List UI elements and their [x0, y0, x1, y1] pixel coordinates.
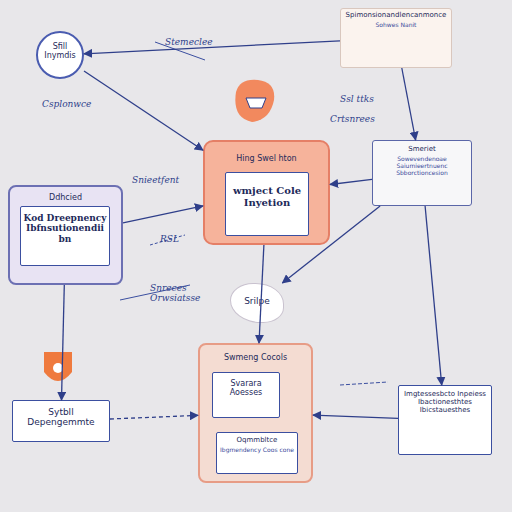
node-body: Sohwes Nanit	[376, 22, 417, 29]
node-title: Oqmmbltce	[237, 436, 278, 444]
process-box: wmject Cole Inyetion	[225, 172, 309, 236]
process-box: OqmmbltceIbgmendency Coos cone	[216, 432, 298, 474]
node-title: Sytbll Depengemmte	[15, 407, 107, 428]
shield-icon	[44, 352, 72, 381]
shield-dot	[53, 363, 63, 373]
connector-arrow	[62, 285, 65, 400]
connector-arrow	[402, 68, 416, 140]
entity-circle: Sfill Inymdis	[36, 31, 84, 79]
node-title: Kod Dreepnency Ibfnsutionendiibn	[23, 213, 107, 244]
note-label: Snreces Orwsiatsse	[150, 284, 230, 304]
stray-stroke	[150, 235, 185, 245]
node-body: Sowevendenoae Saiumieertnuenc Sbborction…	[377, 156, 467, 177]
note-label: RSL	[160, 235, 179, 245]
orange-blob	[235, 80, 274, 122]
node-title: Svarara Aoesses	[215, 379, 277, 397]
node-title: Sfill Inymdis	[40, 42, 80, 60]
node-title: Spimonsionandlencanmonce	[346, 11, 447, 19]
node-body: Ibgmendency Coos cone	[220, 447, 294, 454]
group-box: Swmeng CocolsSvarara AoessesOqmmbltceIbg…	[198, 343, 313, 483]
stray-stroke	[340, 382, 388, 385]
note-label: Ssl ttks	[340, 95, 374, 105]
node-title: Swmeng Cocols	[224, 353, 287, 362]
connector-arrow	[110, 415, 198, 419]
process-box: SmerietSowevendenoae Saiumieertnuenc Sbb…	[372, 140, 472, 206]
connector-arrow	[84, 71, 203, 150]
node-title: Srilpe	[244, 296, 270, 306]
connector-arrow	[425, 206, 442, 385]
group-box: DdhciedKod Dreepnency Ibfnsutionendiibn	[8, 185, 123, 285]
node-title: Smeriet	[408, 145, 435, 153]
process-box: Kod Dreepnency Ibfnsutionendiibn	[20, 206, 110, 266]
note-label: Stemeclee	[165, 38, 213, 48]
group-box: Hing Swel hton wmject Cole Inyetion	[203, 140, 330, 245]
note-label: Crtsnrees	[330, 115, 375, 125]
node-title: Hing Swel hton	[236, 154, 296, 163]
process-box: Sytbll Depengemmte	[12, 400, 110, 442]
note-label: Snieetfent	[132, 176, 179, 186]
node-title: wmject Cole Inyetion	[229, 185, 305, 208]
process-box: Svarara Aoesses	[212, 372, 280, 418]
process-box: Imgtessesbcto Inpeiess Ibactionesthtes I…	[398, 385, 492, 455]
node-title: Ddhcied	[49, 193, 82, 202]
cloud-shape: Srilpe	[230, 283, 284, 323]
note-label: Csplonwce	[42, 100, 91, 110]
node-title: Imgtessesbcto Inpeiess Ibactionesthtes I…	[402, 390, 488, 414]
cup-icon	[246, 98, 266, 108]
note-card: SpimonsionandlencanmonceSohwes Nanit	[340, 8, 452, 68]
connector-arrow	[123, 206, 203, 223]
connector-arrow	[313, 415, 398, 418]
connector-arrow	[330, 179, 372, 184]
